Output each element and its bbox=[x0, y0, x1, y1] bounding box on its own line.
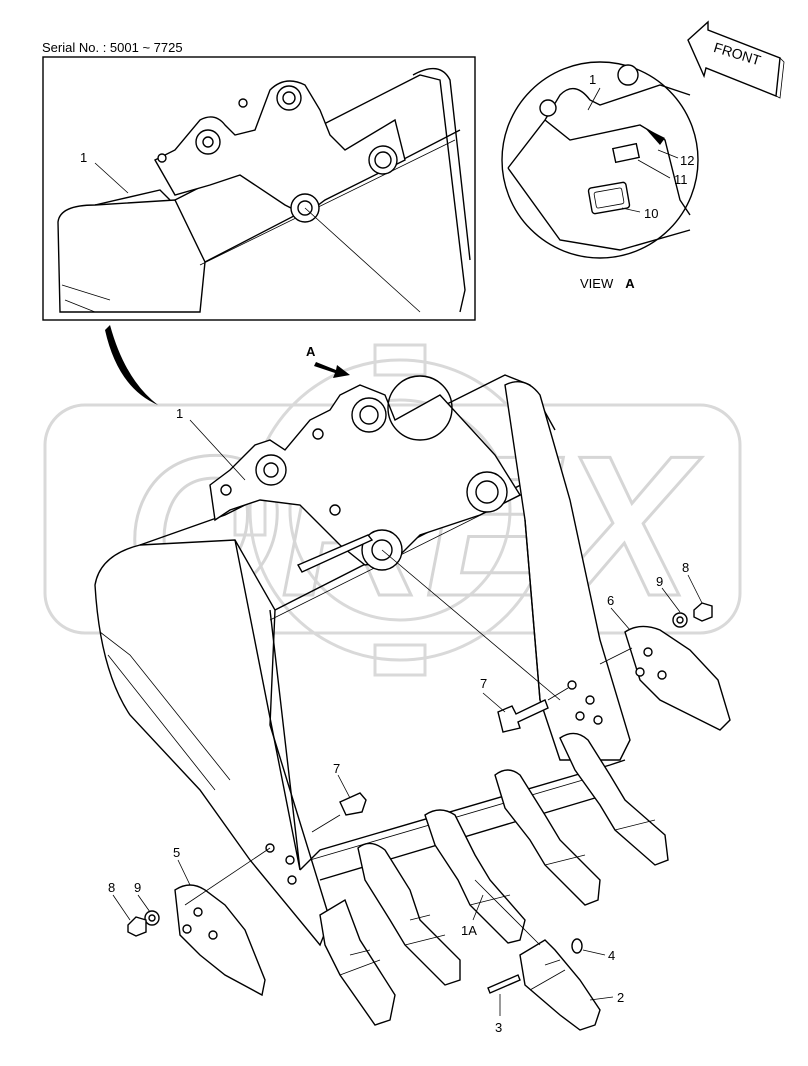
bucket-teeth bbox=[319, 732, 669, 1031]
callout-view-1: 1 bbox=[589, 72, 596, 87]
callout-main-9b: 9 bbox=[134, 880, 141, 895]
bolt-7-right bbox=[497, 699, 549, 733]
callout-main-5: 5 bbox=[173, 845, 180, 860]
tooth-5 bbox=[559, 732, 669, 866]
tooth-2 bbox=[357, 842, 461, 986]
inset-detail: 1 bbox=[42, 56, 476, 321]
callout-main-7a: 7 bbox=[480, 676, 487, 691]
callout-main-1: 1 bbox=[176, 406, 183, 421]
inset-pointer-arrow bbox=[105, 325, 158, 405]
callout-main-6: 6 bbox=[607, 593, 614, 608]
callout-inset-1: 1 bbox=[80, 150, 87, 165]
bolt-7-left bbox=[339, 792, 367, 816]
callout-main-3: 3 bbox=[495, 1020, 502, 1035]
lock-part-4 bbox=[571, 938, 583, 954]
front-arrow-icon: FRONT bbox=[687, 20, 785, 99]
callout-main-4: 4 bbox=[608, 948, 615, 963]
view-a-arrow: A bbox=[306, 344, 350, 378]
callout-main-8b: 8 bbox=[108, 880, 115, 895]
callout-view-11: 11 bbox=[674, 172, 688, 187]
callout-main-8a: 8 bbox=[682, 560, 689, 575]
side-cutter-right bbox=[599, 602, 731, 731]
callout-main-2: 2 bbox=[617, 990, 624, 1005]
pin-part-3 bbox=[487, 974, 521, 994]
tooth-1 bbox=[319, 898, 396, 1026]
callout-main-1A: 1A bbox=[461, 923, 477, 938]
side-cutter-left bbox=[127, 847, 271, 997]
tooth-4 bbox=[494, 769, 601, 906]
view-arrow-letter: A bbox=[306, 344, 316, 359]
callout-main-9a: 9 bbox=[656, 574, 663, 589]
exploded-tooth bbox=[519, 939, 601, 1031]
main-callouts: 1 7 7 6 9 8 5 9 8 1A 4 2 3 bbox=[108, 406, 703, 1035]
serial-number: Serial No. : 5001 ~ 7725 bbox=[42, 40, 183, 55]
callout-view-12: 12 bbox=[680, 153, 694, 168]
bucket-main bbox=[94, 374, 631, 947]
callout-view-10: 10 bbox=[644, 206, 658, 221]
callout-main-7b: 7 bbox=[333, 761, 340, 776]
